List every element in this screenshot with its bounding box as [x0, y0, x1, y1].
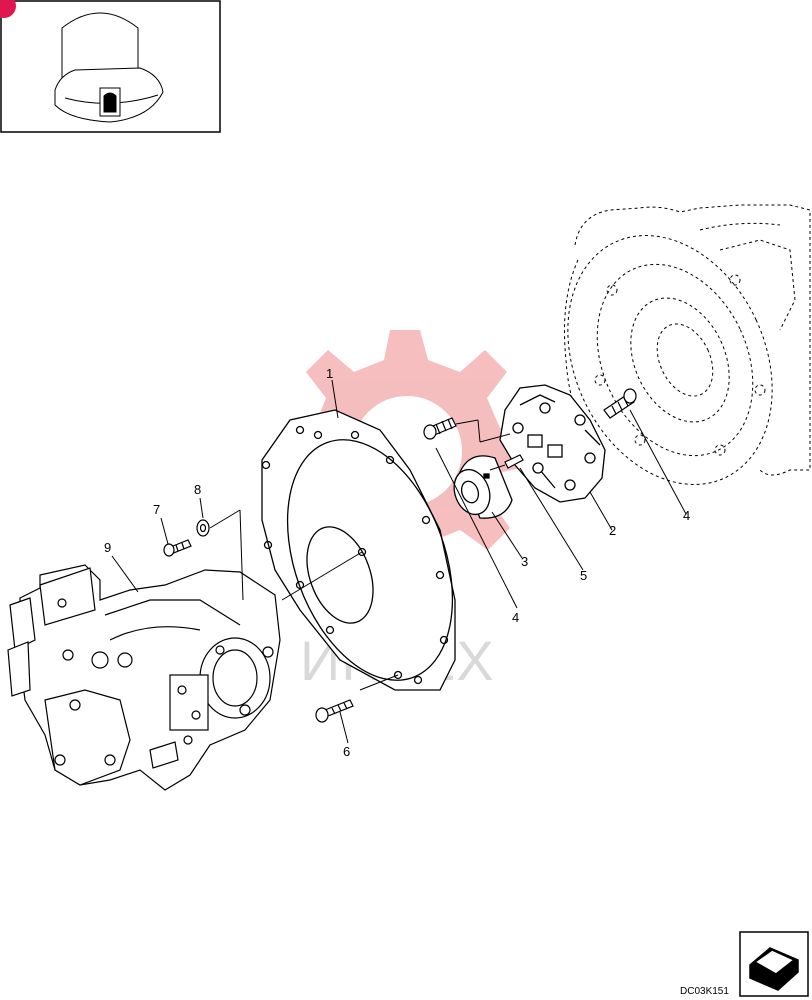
- rubber-coupling-part-2: [499, 384, 606, 503]
- callout-4-lower: 4: [512, 610, 519, 625]
- callout-5: 5: [580, 568, 587, 583]
- callout-9: 9: [104, 540, 111, 555]
- thumbnail-machine-sketch: [54, 12, 164, 123]
- callout-2: 2: [609, 523, 616, 538]
- callout-7: 7: [153, 502, 160, 517]
- callout-4-upper: 4: [683, 508, 690, 523]
- bolt-part-6: [315, 699, 354, 723]
- callout-8: 8: [194, 482, 201, 497]
- callout-6: 6: [343, 744, 350, 759]
- drawing-code: DC03K151: [680, 986, 729, 997]
- bolt-part-4-lower: [603, 388, 637, 419]
- hydraulic-pump-part-9: [7, 564, 281, 791]
- washer-part-8: [196, 519, 210, 537]
- coupling-hub-part-3: [453, 455, 513, 519]
- next-page-arrow-box[interactable]: [739, 931, 809, 997]
- flange-plate-part-1: [261, 409, 456, 691]
- thumbnail-inset: [0, 0, 221, 133]
- callout-1: 1: [326, 366, 333, 381]
- bolt-part-4-upper: [423, 417, 457, 440]
- screw-part-7: [163, 539, 192, 557]
- callout-3: 3: [521, 554, 528, 569]
- leader-lines: [111, 379, 687, 744]
- spring-pin-part-5: [504, 454, 524, 469]
- arrow-icon: [749, 947, 799, 991]
- badge-marker: [0, 0, 16, 18]
